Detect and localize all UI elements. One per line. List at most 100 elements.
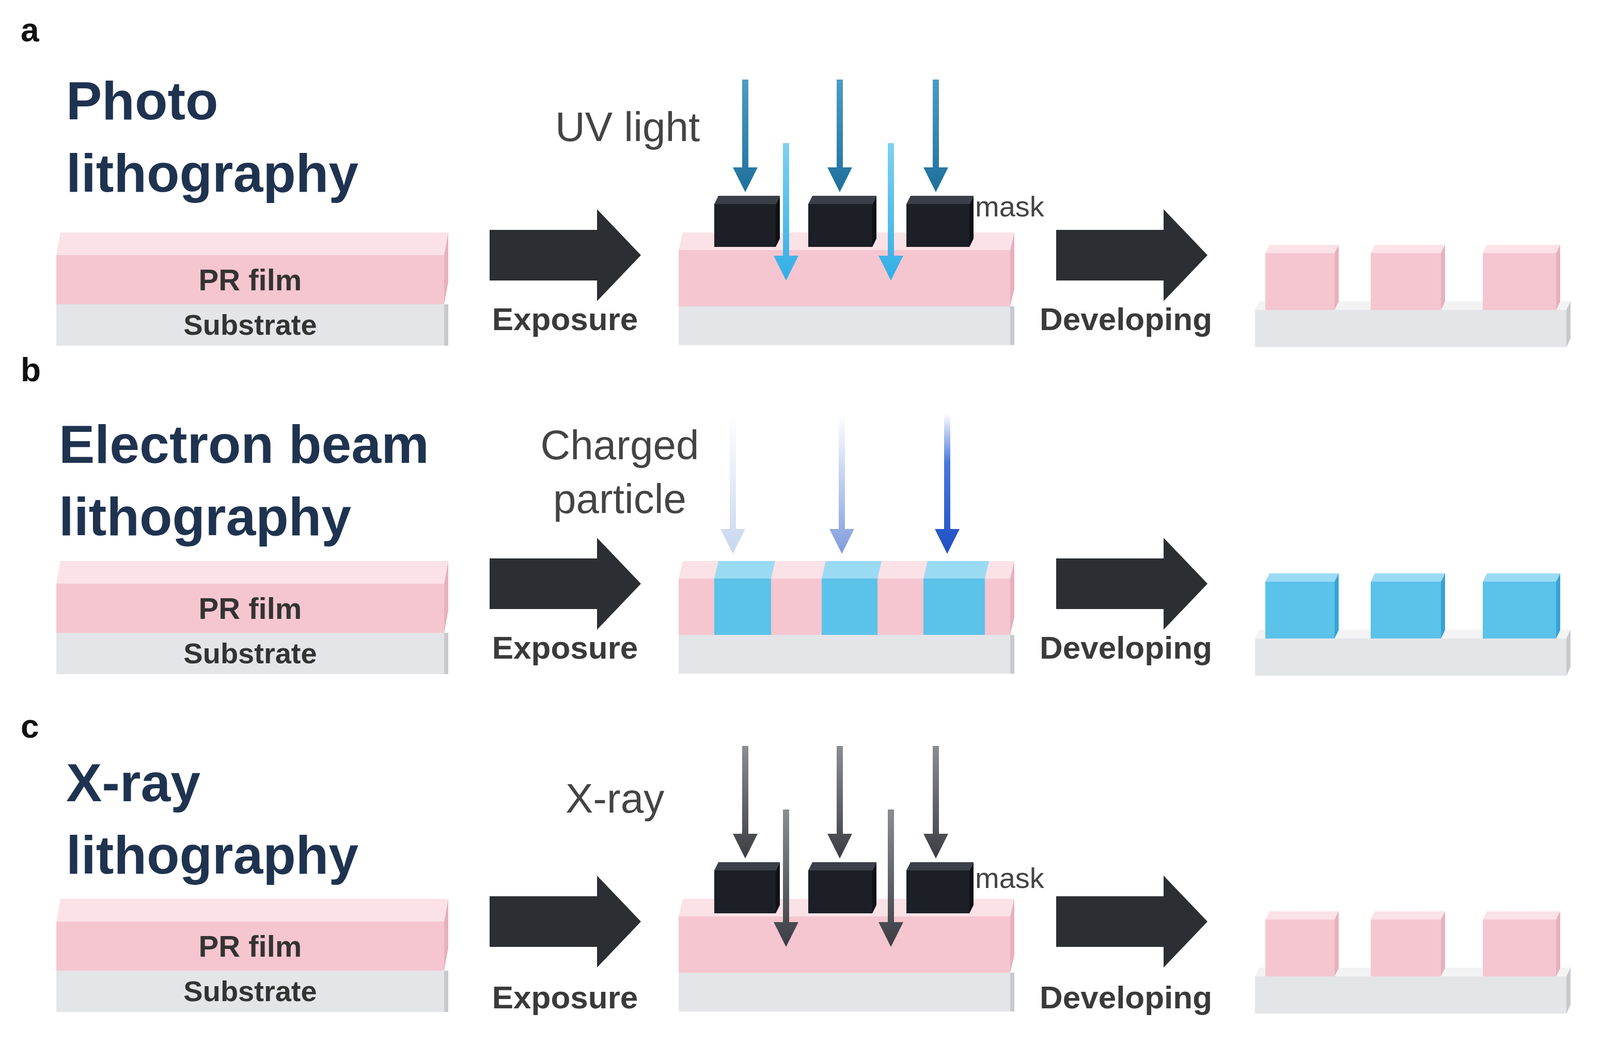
process-arrow (1056, 875, 1208, 968)
resist-pillar-top (1370, 573, 1446, 582)
mask-block (906, 870, 970, 914)
pr-film-layer: PR film (56, 921, 445, 971)
mask-block-side (969, 861, 974, 914)
resist-pillar-side (1334, 573, 1339, 639)
resist-pillar-side (1334, 911, 1339, 977)
pr-film-layer-side (444, 898, 449, 971)
mask-block-top (906, 195, 974, 205)
mask-block (714, 870, 776, 914)
panel-letter: b (20, 351, 41, 390)
mask-block (808, 870, 873, 914)
resist-pillar (1265, 581, 1335, 639)
mask-block-top (906, 861, 974, 871)
substrate-layer: Substrate (56, 304, 445, 346)
resist-pillar (1265, 253, 1335, 310)
substrate-layer (1255, 638, 1567, 676)
resist-pillar-side (1556, 244, 1561, 310)
pr-film-layer-top (56, 898, 449, 922)
step-label: Exposure (477, 978, 653, 1016)
x-ray-beam (827, 745, 853, 859)
electron-beam (934, 413, 960, 554)
substrate-layer-side (444, 632, 449, 674)
mask-block-side (872, 861, 877, 914)
layer-label: PR film (198, 593, 303, 624)
pr-film-layer: PR film (56, 255, 445, 305)
step-label: Exposure (477, 300, 653, 338)
substrate-layer-side (1010, 972, 1015, 1012)
resist-pillar-side (1334, 244, 1339, 310)
resist-pillar-top (1482, 244, 1561, 254)
resist-pillar (1482, 919, 1557, 977)
mask-label: mask (975, 861, 1045, 895)
resist-pillar-top (1370, 244, 1446, 254)
pr-film-layer-side (1010, 898, 1015, 973)
substrate-layer-side (1566, 301, 1571, 348)
mask-block-top (714, 861, 780, 871)
pr-film-layer-side (444, 560, 449, 633)
substrate-layer-side (444, 304, 449, 346)
electron-beam (829, 413, 855, 554)
substrate-layer-side (1010, 634, 1015, 674)
substrate-layer: Substrate (56, 970, 445, 1012)
resist-pillar (1482, 581, 1557, 639)
exposed-region (923, 578, 985, 635)
pr-film-layer-top (56, 232, 449, 256)
step-label: Exposure (477, 629, 653, 666)
uv-ray (878, 143, 904, 281)
resist-pillar (1370, 253, 1441, 310)
layer-label: PR film (198, 931, 303, 962)
panel-letter: c (20, 707, 40, 746)
resist-pillar-top (1482, 573, 1561, 582)
substrate-layer (678, 306, 1011, 345)
layer-label: Substrate (183, 310, 317, 340)
source-label: X-ray (565, 774, 665, 823)
mask-block (906, 204, 970, 247)
pr-film-layer (678, 578, 1011, 635)
source-label: Charged particle (521, 418, 718, 526)
process-arrow (489, 537, 641, 630)
x-ray-beam (773, 809, 799, 947)
substrate-layer-side (444, 970, 449, 1012)
pr-film-layer (678, 249, 1011, 307)
mask-block (714, 204, 776, 247)
exposed-region-top (923, 560, 990, 579)
mask-block-top (808, 861, 877, 871)
x-ray-beam (878, 809, 904, 947)
resist-pillar-top (1370, 911, 1446, 920)
step-label: Developing (1022, 629, 1230, 666)
resist-pillar-side (1440, 244, 1446, 310)
process-arrow (1056, 209, 1208, 302)
mask-block-top (714, 195, 780, 205)
process-arrow (489, 875, 641, 968)
section-title: Photo lithography (66, 64, 459, 210)
resist-pillar-side (1556, 573, 1561, 639)
resist-pillar-side (1440, 911, 1446, 977)
resist-pillar (1370, 919, 1441, 977)
layer-label: PR film (198, 264, 303, 295)
section-title: X-ray lithography (66, 746, 459, 892)
process-arrow (489, 209, 641, 302)
step-label: Developing (1022, 300, 1230, 338)
resist-pillar-side (1440, 573, 1446, 639)
resist-pillar-top (1265, 573, 1339, 582)
mask-block-top (808, 195, 877, 205)
section-title: Electron beam lithography (58, 408, 514, 554)
resist-pillar-top (1482, 911, 1561, 920)
resist-pillar (1265, 919, 1335, 977)
source-label: UV light (555, 103, 700, 151)
mask-block (808, 204, 873, 247)
pr-film-layer-side (1010, 560, 1015, 635)
uv-ray (923, 79, 949, 193)
layer-label: Substrate (183, 638, 317, 668)
resist-pillar-top (1265, 244, 1339, 254)
mask-block-side (775, 195, 780, 247)
process-arrow (1056, 537, 1208, 630)
resist-pillar-side (1556, 911, 1561, 977)
exposed-region (714, 578, 772, 635)
x-ray-beam (732, 745, 758, 859)
mask-block-side (872, 195, 877, 247)
pr-film-layer (678, 916, 1011, 973)
exposed-region-top (821, 560, 882, 579)
pr-film-layer-side (444, 232, 449, 305)
pr-film-layer-top (56, 560, 449, 584)
